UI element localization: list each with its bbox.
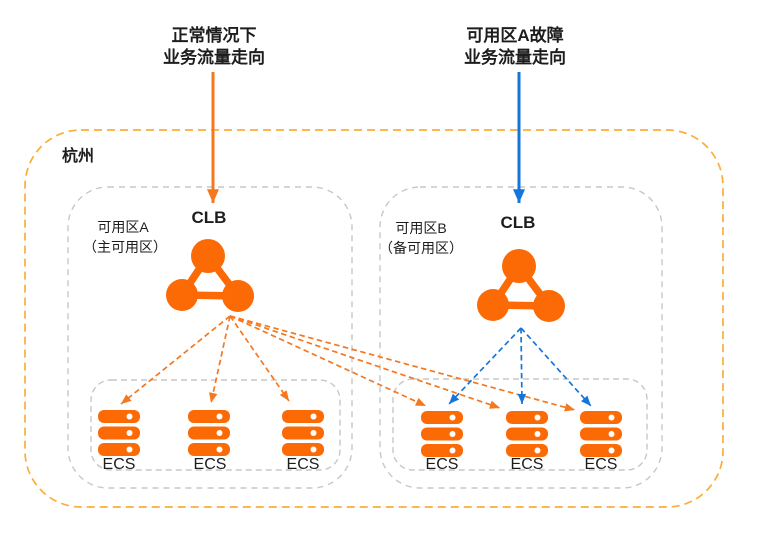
zone-b-label-line1: 可用区B [395,220,446,236]
ecs-label: ECS [194,456,227,473]
zone-a-label-line2: （主可用区） [83,239,167,255]
ecs-label: ECS [426,456,459,473]
zone-b-ecs-group-boundary [392,378,648,471]
clb-icon [166,239,254,312]
ecs-icon [98,410,140,456]
ecs-icon [188,410,230,456]
clb-a-to-ecs-a1-arrow [120,315,231,405]
clb-b-to-ecs-b2-arrow [517,327,527,405]
region-boundary [24,129,724,508]
ecs-icon [421,411,463,457]
zone-a-boundary [67,186,353,489]
legend-failover-traffic-line1: 可用区A故障 [466,25,563,45]
legend-normal-traffic-line1: 正常情况下 [172,25,257,45]
ecs-label: ECS [585,456,618,473]
clb-a-to-ecs-b2-arrow [229,315,501,409]
clb-icon [477,249,565,322]
clb-b-label: CLB [501,213,536,232]
clb-a-label: CLB [192,208,227,227]
region-label: 杭州 [62,146,94,165]
clb-a-to-ecs-a3-arrow [229,315,290,402]
ecs-label: ECS [287,456,320,473]
zone-a-label-line1: 可用区A [97,219,149,235]
clb-a-to-ecs-a2-arrow [209,315,231,404]
ecs-icon [580,411,622,457]
ecs-label: ECS [103,456,136,473]
legend-failover-traffic-line2: 业务流量走向 [464,47,566,67]
ecs-icon [506,411,548,457]
zone-b-label-line2: （备可用区） [379,240,463,256]
ecs-icon [282,410,324,456]
clb-b-to-ecs-b3-arrow [520,327,592,407]
clb-a-to-ecs-b3-arrow [229,315,576,412]
legend-normal-traffic-line2: 业务流量走向 [163,47,265,67]
zone-b-boundary [379,186,663,489]
ecs-label: ECS [511,456,544,473]
